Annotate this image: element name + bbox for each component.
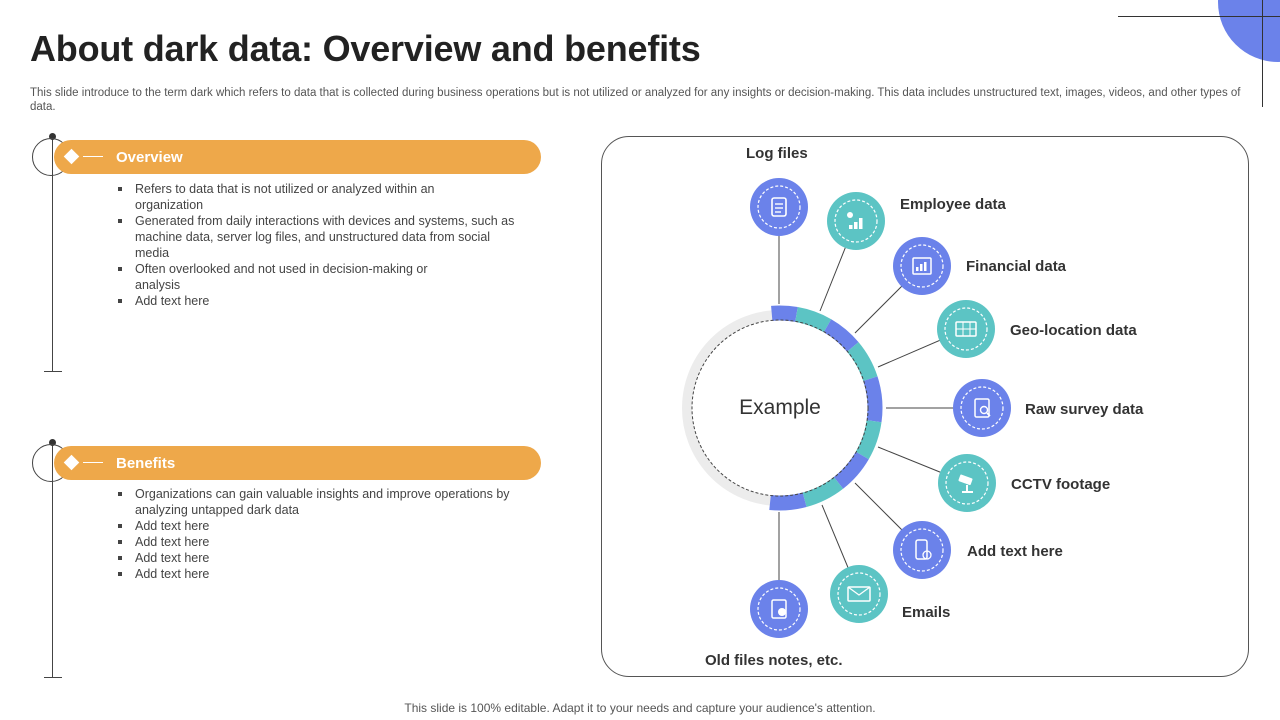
node-circle (830, 565, 888, 623)
cctv-icon (958, 474, 973, 493)
ring-segment (863, 376, 883, 423)
overview-header-bar: Overview (54, 140, 541, 174)
center-dashed-ring (691, 319, 869, 497)
ring-segment (855, 419, 882, 460)
corner-decoration-line (1118, 16, 1280, 17)
map-icon (955, 321, 977, 337)
node-dashed-ring (900, 528, 944, 572)
benefits-header-bar: Benefits (54, 446, 541, 480)
old-files-icon (771, 599, 787, 619)
survey-icon (974, 398, 991, 418)
diagram-node-email (821, 504, 888, 623)
timeline-line (52, 443, 53, 677)
timeline-end-tick (44, 677, 62, 678)
diagram-panel (601, 136, 1249, 677)
divider (83, 462, 103, 463)
node-circle (750, 580, 808, 638)
phone-icon (915, 539, 932, 560)
node-dashed-ring (837, 572, 881, 616)
diagram-label: Emails (902, 604, 951, 621)
list-item: Refers to data that is not utilized or a… (117, 181, 435, 213)
diagram-label: Log files (746, 145, 808, 162)
list-item: Add text here (117, 534, 527, 550)
node-dashed-ring (834, 199, 878, 243)
list-item: Add text here (117, 550, 527, 566)
node-dashed-ring (944, 307, 988, 351)
list-item: Add text here (117, 566, 527, 582)
file-icon (771, 197, 787, 217)
ring-segment (802, 476, 844, 508)
ring-segment (823, 319, 859, 352)
benefits-heading: Benefits (116, 455, 176, 472)
timeline-line (52, 137, 53, 371)
page-title: About dark data: Overview and benefits (30, 28, 701, 69)
list-item: Often overlooked and not used in decisio… (117, 261, 435, 293)
timeline-dot (49, 439, 56, 446)
footer-note: This slide is 100% editable. Adapt it to… (404, 701, 876, 715)
node-dashed-ring (757, 587, 801, 631)
diagram-node-survey (886, 379, 1011, 437)
overview-bullet-list: Refers to data that is not utilized or a… (117, 181, 527, 309)
ring-segment (794, 307, 832, 333)
ring-background-arc (682, 310, 773, 506)
node-circle (827, 192, 885, 250)
node-dashed-ring (900, 244, 944, 288)
diagram-label: Add text here (967, 543, 1063, 560)
diagram-label: Employee data (900, 196, 1006, 213)
diagram-label: CCTV footage (1011, 476, 1111, 493)
benefits-bullet-list: Organizations can gain valuable insights… (117, 486, 527, 582)
node-circle (893, 521, 951, 579)
divider (83, 156, 103, 157)
timeline-end-tick (44, 371, 62, 372)
diagram-label: Raw survey data (1025, 401, 1144, 418)
diagram-center-label: Example (739, 396, 821, 419)
timeline-dot (49, 133, 56, 140)
ring-segment (833, 451, 869, 489)
diagram-node-phone (854, 482, 951, 579)
financial-report-icon (912, 257, 932, 275)
ring-segment (771, 305, 798, 322)
diagram-node-old-files (750, 512, 808, 638)
email-icon (847, 586, 871, 602)
diagram-label: Old files notes, etc. (705, 652, 843, 669)
list-item: Organizations can gain valuable insights… (117, 486, 527, 518)
node-dashed-ring (960, 386, 1004, 430)
center-circle (693, 321, 867, 495)
diagram-node-financial-report (854, 237, 951, 334)
corner-decoration-line (1262, 0, 1263, 107)
node-dashed-ring (945, 461, 989, 505)
ring-segment (769, 492, 807, 511)
list-item: Add text here (117, 518, 527, 534)
diagram-node-map (877, 300, 995, 368)
list-item: Add text here (117, 293, 527, 309)
diagram-node-employee-chart (819, 192, 885, 312)
list-item: Generated from daily interactions with d… (117, 213, 527, 261)
overview-heading: Overview (116, 149, 183, 166)
diagram-label: Geo-location data (1010, 322, 1137, 339)
page-subtitle: This slide introduce to the term dark wh… (30, 87, 1241, 113)
node-circle (750, 178, 808, 236)
diagram-node-cctv (877, 446, 996, 512)
node-dashed-ring (757, 185, 801, 229)
employee-chart-icon (847, 212, 863, 229)
diagram-label: Financial data (966, 258, 1067, 275)
diagram-node-file (750, 178, 808, 304)
ring-segment (846, 342, 878, 382)
